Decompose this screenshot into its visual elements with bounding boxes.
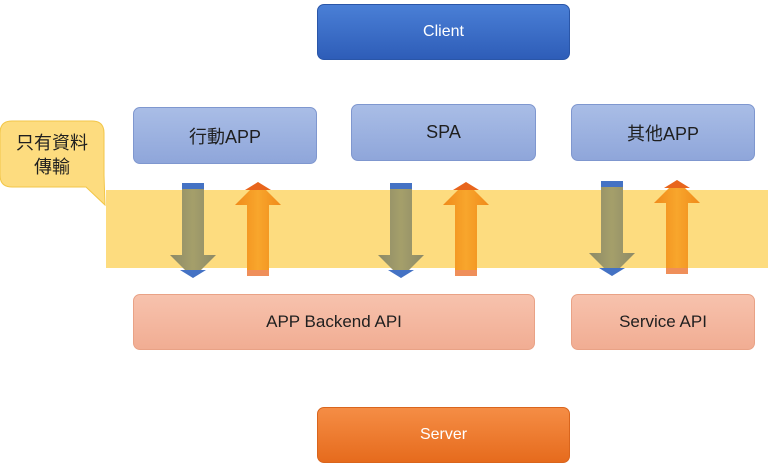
up-arrow-other [654,180,700,274]
other-app-box: 其他APP [571,104,755,161]
spa-box: SPA [351,104,536,161]
other-app-label: 其他APP [626,123,700,144]
server-node-label: Server [419,426,468,443]
mobile-app-label: 行動APP [188,126,262,147]
callout-line-2: 傳輸 [34,157,70,178]
client-node: Client [317,4,570,60]
service-api-label: Service API [619,312,707,331]
callout-text: 只有資料 傳輸 [4,132,100,180]
app-backend-api-label: APP Backend API [266,312,402,331]
up-arrow-mobile [235,182,281,276]
callout-bubble [0,120,106,207]
service-api-box: Service API [571,294,755,350]
spa-label: SPA [426,122,461,142]
mobile-app-box: 行動APP [133,107,317,164]
down-arrow-mobile [170,183,216,278]
up-arrow-spa [443,182,489,276]
down-arrow-spa [378,183,424,278]
app-backend-api-box: APP Backend API [133,294,535,350]
callout-line-1: 只有資料 [16,133,88,154]
client-node-label: Client [423,23,464,40]
server-node: Server [317,407,570,463]
down-arrow-other [589,181,635,276]
